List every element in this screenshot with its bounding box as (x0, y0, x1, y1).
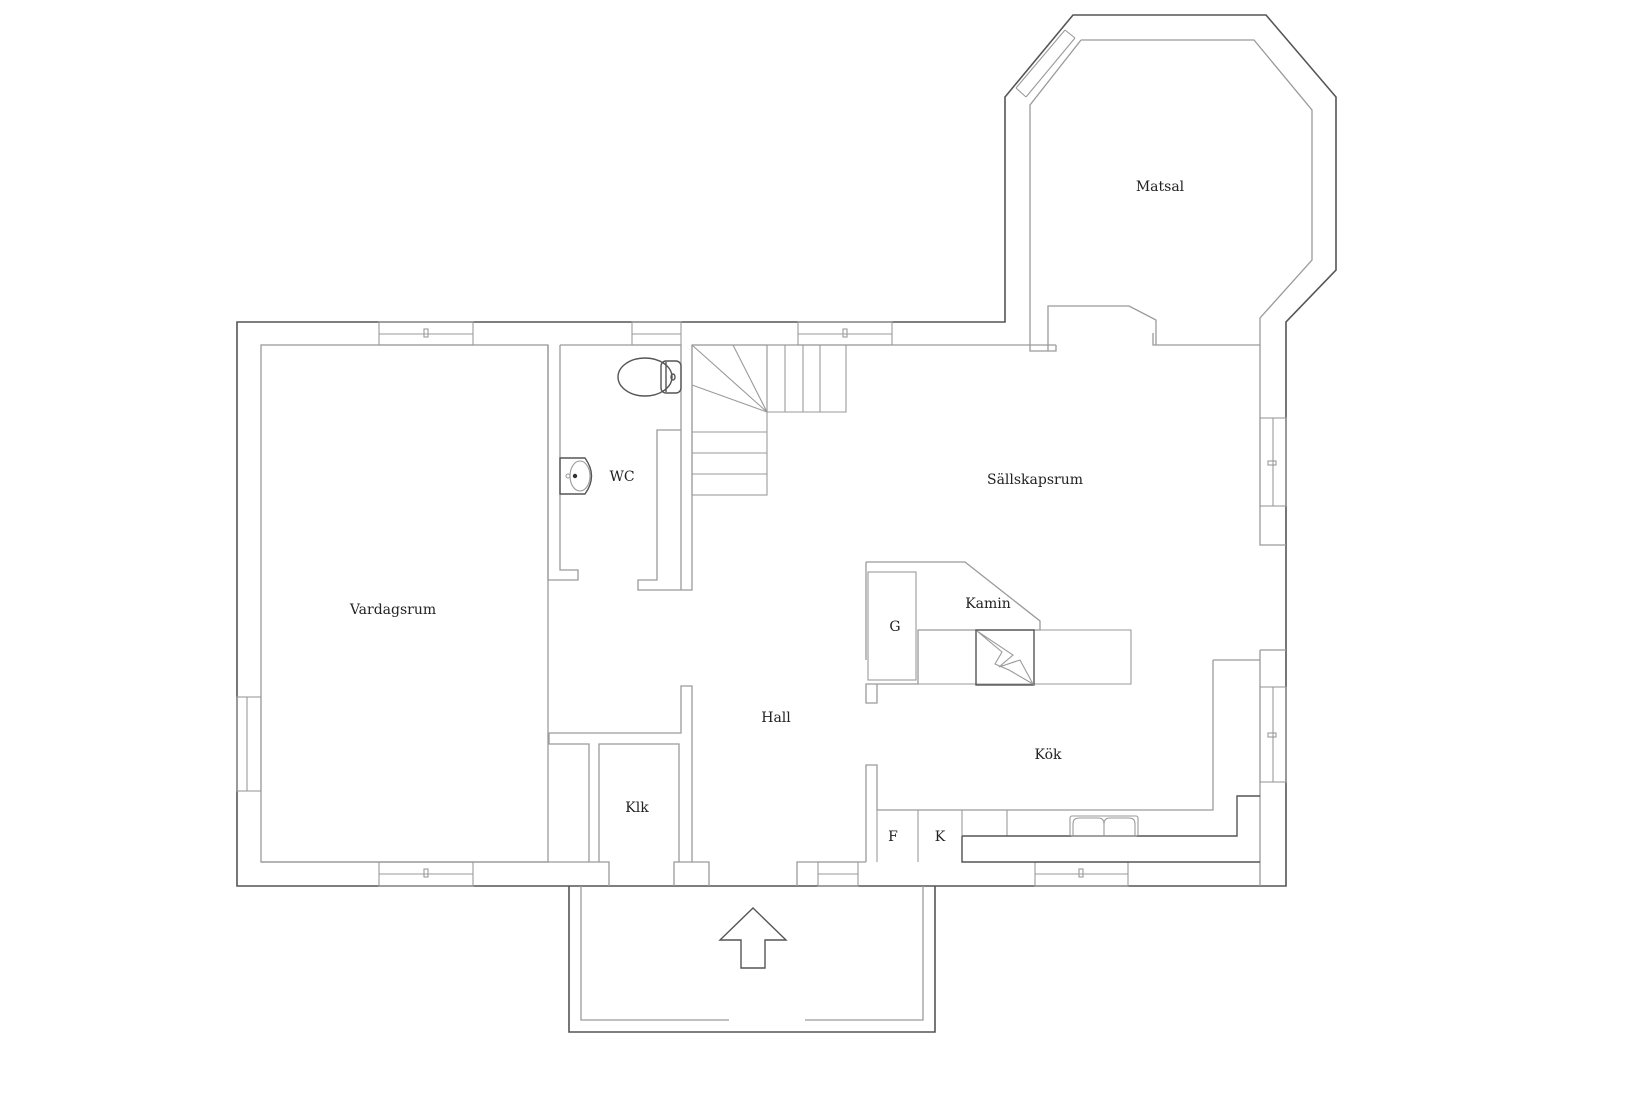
fixture-label-kamin: Kamin (965, 596, 1011, 612)
toilet-icon (617, 357, 682, 397)
fixture-label-f: F (888, 829, 898, 845)
room-label-hall: Hall (761, 710, 791, 726)
staircase (691, 344, 847, 496)
room-label-vardagsrum: Vardagsrum (349, 602, 437, 618)
fireplace (867, 571, 1132, 686)
porch (568, 886, 936, 1033)
room-label-klk: Klk (625, 800, 649, 816)
room-label-matsal: Matsal (1135, 179, 1185, 195)
room-label-sallskapsrum: Sällskapsrum (986, 472, 1084, 488)
windows (236, 321, 1287, 887)
room-label-kok: Kök (1034, 747, 1062, 763)
room-label-wc: WC (609, 469, 635, 485)
fixture-label-g: G (889, 619, 901, 635)
sink-icon (559, 457, 593, 495)
matsal-walls (1015, 29, 1313, 352)
fixture-label-k: K (934, 829, 946, 845)
outer-walls (236, 14, 1337, 887)
entrance-arrow-icon (718, 907, 788, 969)
kitchen-counter (876, 795, 1260, 863)
